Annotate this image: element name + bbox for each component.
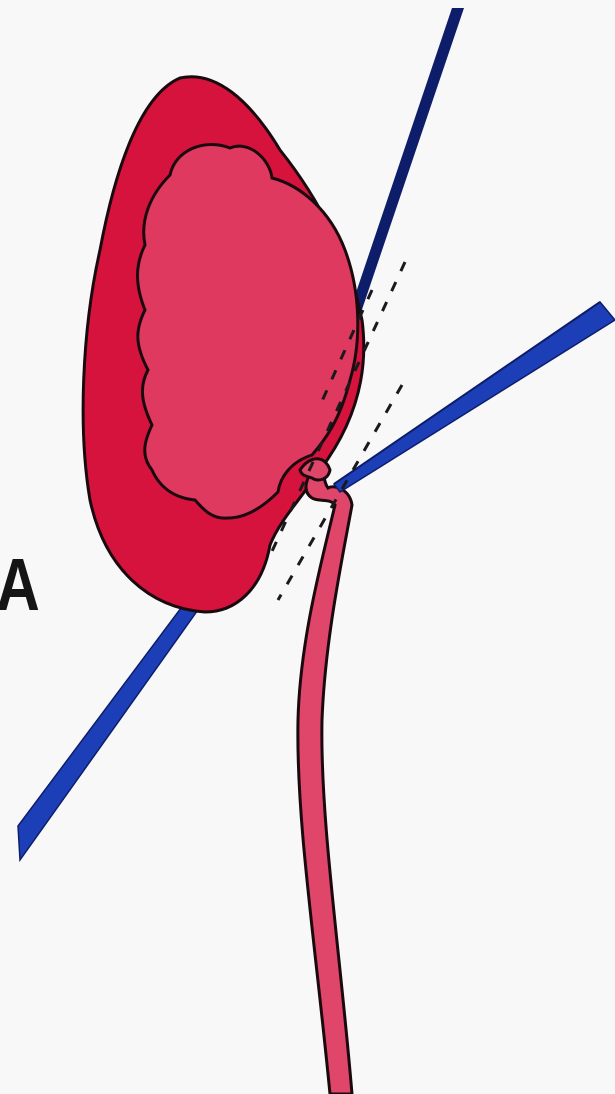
right-wire — [334, 302, 615, 492]
panel-label: A — [0, 548, 40, 622]
lower-left-wire — [18, 596, 205, 860]
upper-wire — [340, 8, 464, 345]
stalk-tube — [298, 462, 352, 1094]
